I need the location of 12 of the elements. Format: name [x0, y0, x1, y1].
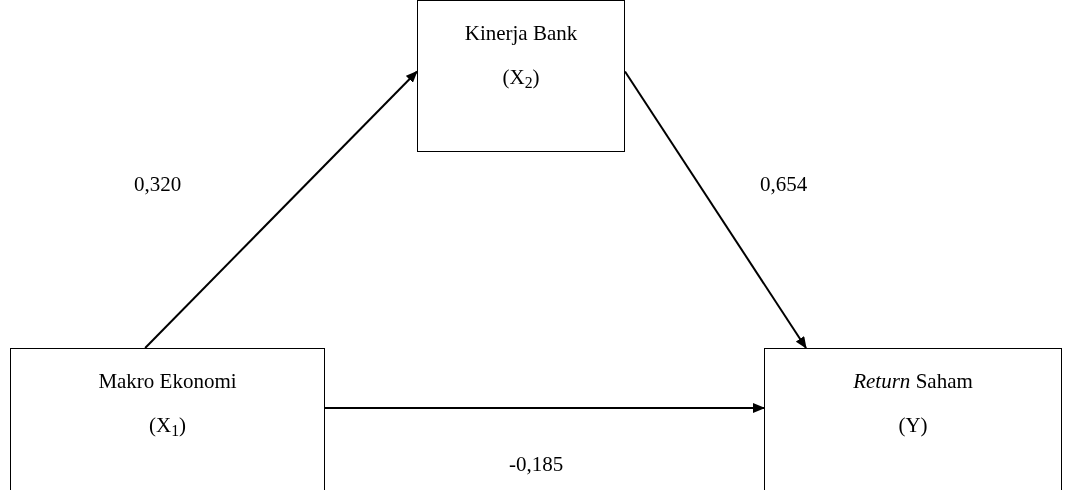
variable-name: Kinerja Bank [464, 21, 578, 45]
variable-symbol: (Y) [898, 413, 928, 437]
variable-box [10, 348, 325, 490]
variable-symbol: (X$_{1}$) [148, 413, 186, 437]
arrow [324, 403, 765, 413]
variable-name: Makro Ekonomi [98, 369, 237, 393]
variable-box [417, 0, 625, 152]
arrow [144, 70, 418, 349]
variable-box [764, 348, 1062, 490]
arrow [624, 70, 807, 349]
variable-name: Return Saham [853, 369, 973, 393]
variable-symbol: (X$_{2}$) [502, 65, 540, 89]
